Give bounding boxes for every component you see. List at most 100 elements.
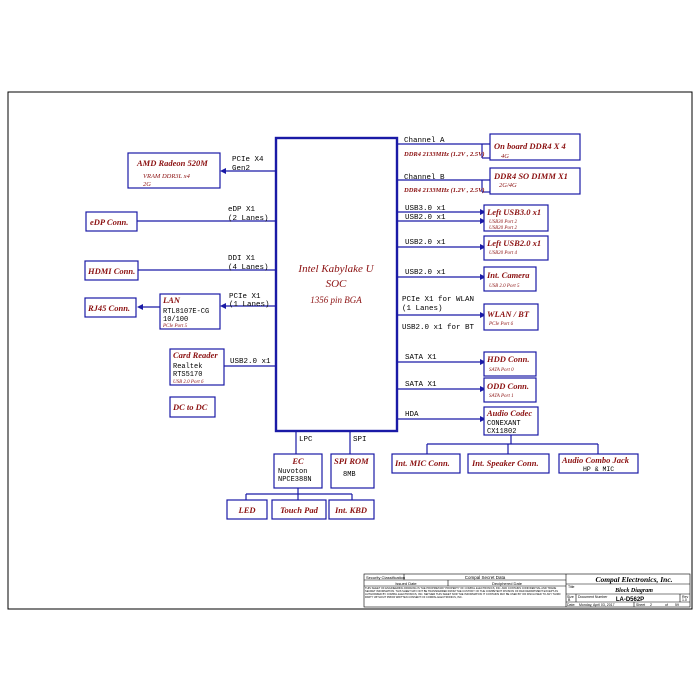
- hdmi-conn-block: HDMI Conn.: [84, 260, 139, 281]
- dc-to-dc-block: DC to DC: [169, 396, 216, 418]
- int-speaker-conn-title: Int. Speaker Conn.: [471, 458, 539, 468]
- channel-b-label: Channel B: [404, 174, 445, 182]
- tb-issued-label: Issued Date: [395, 581, 417, 586]
- card-reader-title: Card Reader: [173, 350, 218, 360]
- pcie-lan-lanes: (1 Lanes): [229, 301, 270, 309]
- left-usb3-port20: USB20 Port 2: [489, 226, 518, 231]
- tb-size-label: Size: [567, 595, 574, 599]
- channel-a-spec: DDR4 2133MHz (1.2V , 2.5V): [403, 151, 485, 158]
- audio-combo-jack-title: Audio Combo Jack: [561, 455, 630, 465]
- hda-bus-label: HDA: [405, 411, 419, 419]
- spi-rom-block: SPI ROM 8MB: [330, 453, 375, 489]
- left-usb3-title: Left USB3.0 x1: [486, 207, 541, 217]
- tb-rev-value: 1.0: [682, 598, 687, 602]
- left-usb3-block: Left USB3.0 x1 USB30 Port 2 USB20 Port 2: [483, 204, 549, 232]
- int-mic-conn-title: Int. MIC Conn.: [394, 458, 450, 468]
- usb3-bus-usb2: USB2.0 x1: [405, 214, 446, 222]
- audio-codec-vendor: CONEXANT: [487, 420, 521, 428]
- int-speaker-conn-block: Int. Speaker Conn.: [467, 453, 550, 474]
- tb-date-value: Monday, April 03, 2017: [579, 603, 615, 607]
- tb-of-value: 59: [675, 603, 679, 607]
- ddr-b-size: 2G/4G: [499, 182, 517, 189]
- odd-conn-block: ODD Conn. SATA Port 1: [483, 377, 537, 403]
- tb-of-label: of: [665, 603, 668, 607]
- soc-package: 1356 pin BGA: [310, 295, 362, 305]
- channel-b-spec: DDR4 2133MHz (1.2V , 2.5V): [403, 187, 485, 194]
- ddr-a-size: 4G: [501, 153, 509, 160]
- card-reader-port: USB 2.0 Port 6: [173, 380, 204, 385]
- tb-secret-label: Compal Secret Data: [465, 575, 506, 580]
- led-block: LED: [226, 499, 268, 520]
- wlan-bt-port: PCIe Port 6: [488, 322, 514, 327]
- soc-block: Intel Kabylake U SOC 1356 pin BGA: [274, 136, 399, 433]
- rj45-arrow: [137, 304, 143, 310]
- tb-deciphered-label: Deciphered Date: [492, 581, 523, 586]
- camera-bus-label: USB2.0 x1: [405, 269, 446, 277]
- lpc-bus-label: LPC: [299, 436, 313, 444]
- left-usb2-block: Left USB2.0 x1 USB20 Port 4: [483, 235, 549, 261]
- pcie-gpu-label: PCIe X4: [232, 156, 264, 164]
- touch-pad-title: Touch Pad: [280, 505, 318, 515]
- touch-pad-block: Touch Pad: [271, 499, 327, 520]
- ddr-b-title: DDR4 SO DIMM X1: [493, 171, 568, 181]
- hdd-bus-label: SATA X1: [405, 354, 437, 362]
- usb3-bus-label: USB3.0 x1: [405, 205, 446, 213]
- hdd-arrow: [480, 359, 486, 365]
- tb-size-value: B: [568, 598, 571, 602]
- hdd-conn-port: SATA Port 0: [489, 368, 514, 373]
- left-usb3-port30: USB30 Port 2: [489, 220, 518, 225]
- tb-sheet-value: 2: [650, 603, 652, 607]
- ddi-bus-lanes: (4 Lanes): [228, 264, 269, 272]
- gpu-vram: VRAM DDR3L x4: [143, 173, 191, 180]
- spi-bus-label: SPI: [353, 436, 367, 444]
- ddr-a-block: On board DDR4 X 4 4G: [489, 133, 581, 161]
- usb3-usb2-arrow: [480, 218, 486, 224]
- edp-conn-block: eDP Conn.: [85, 211, 138, 232]
- pcie-lan-arrow: [220, 303, 226, 309]
- audio-codec-block: Audio Codec CONEXANT CX11802: [483, 406, 539, 436]
- card-reader-vendor: Realtek: [173, 363, 202, 371]
- tb-date-label: Date:: [567, 603, 575, 607]
- edp-bus-lanes: (2 Lanes): [228, 215, 269, 223]
- odd-conn-title: ODD Conn.: [487, 381, 529, 391]
- edp-bus-label: eDP X1: [228, 206, 256, 214]
- tb-docnum-label: Document Number: [578, 595, 608, 599]
- wlan-bt-block: WLAN / BT PCIe Port 6: [483, 303, 539, 331]
- odd-conn-port: SATA Port 1: [489, 394, 514, 399]
- audio-codec-chip: CX11802: [487, 428, 516, 436]
- tb-company: Compal Electronics, Inc.: [595, 575, 672, 584]
- odd-arrow: [480, 386, 486, 392]
- odd-bus-label: SATA X1: [405, 381, 437, 389]
- tb-sheet-label: Sheet: [636, 603, 645, 607]
- wlan-bus-lanes: (1 Lanes): [402, 305, 443, 313]
- ec-block: EC Nuvoton NPCE388N: [273, 453, 323, 489]
- tb-notice: THIS SHEET OF ENGINEERING DRAWING IS THE…: [365, 587, 561, 599]
- tb-notice-text: THIS SHEET OF ENGINEERING DRAWING IS THE…: [365, 587, 561, 599]
- rj45-conn-title: RJ45 Conn.: [87, 303, 130, 313]
- lan-block: LAN RTL8107E-CG 10/100 PCIe Port 5: [159, 293, 221, 330]
- ec-chip: NPCE388N: [278, 476, 312, 484]
- pcie-gpu-arrow: [220, 168, 226, 174]
- int-kbd-block: Int. KBD: [328, 499, 375, 520]
- camera-port: USB 2.0 Port 5: [489, 284, 520, 289]
- tb-doc-number: LA-D562P: [616, 597, 644, 603]
- ddr-a-title: On board DDR4 X 4: [494, 141, 566, 151]
- soc-type: SOC: [326, 278, 347, 290]
- bt-bus-label: USB2.0 x1 for BT: [402, 324, 475, 332]
- audio-codec-title: Audio Codec: [486, 408, 532, 418]
- audio-combo-jack-sub: HP & MIC: [583, 466, 614, 473]
- ec-vendor: Nuvoton: [278, 468, 307, 476]
- gpu-title: AMD Radeon 520M: [136, 158, 208, 168]
- camera-arrow: [480, 274, 486, 280]
- lan-title: LAN: [162, 295, 181, 305]
- int-mic-conn-block: Int. MIC Conn.: [391, 453, 461, 474]
- audio-combo-jack-block: Audio Combo Jack HP & MIC: [558, 453, 639, 474]
- tb-title-label: Title: [568, 585, 575, 589]
- lan-port: PCIe Port 5: [162, 324, 188, 329]
- camera-block: Int. Camera USB 2.0 Port 5: [483, 266, 537, 292]
- spi-rom-title: SPI ROM: [334, 456, 369, 466]
- pcie-lan-label: PCIe X1: [229, 293, 261, 301]
- wlan-bus-label: PCIe X1 for WLAN: [402, 296, 474, 304]
- hda-arrow: [480, 416, 486, 422]
